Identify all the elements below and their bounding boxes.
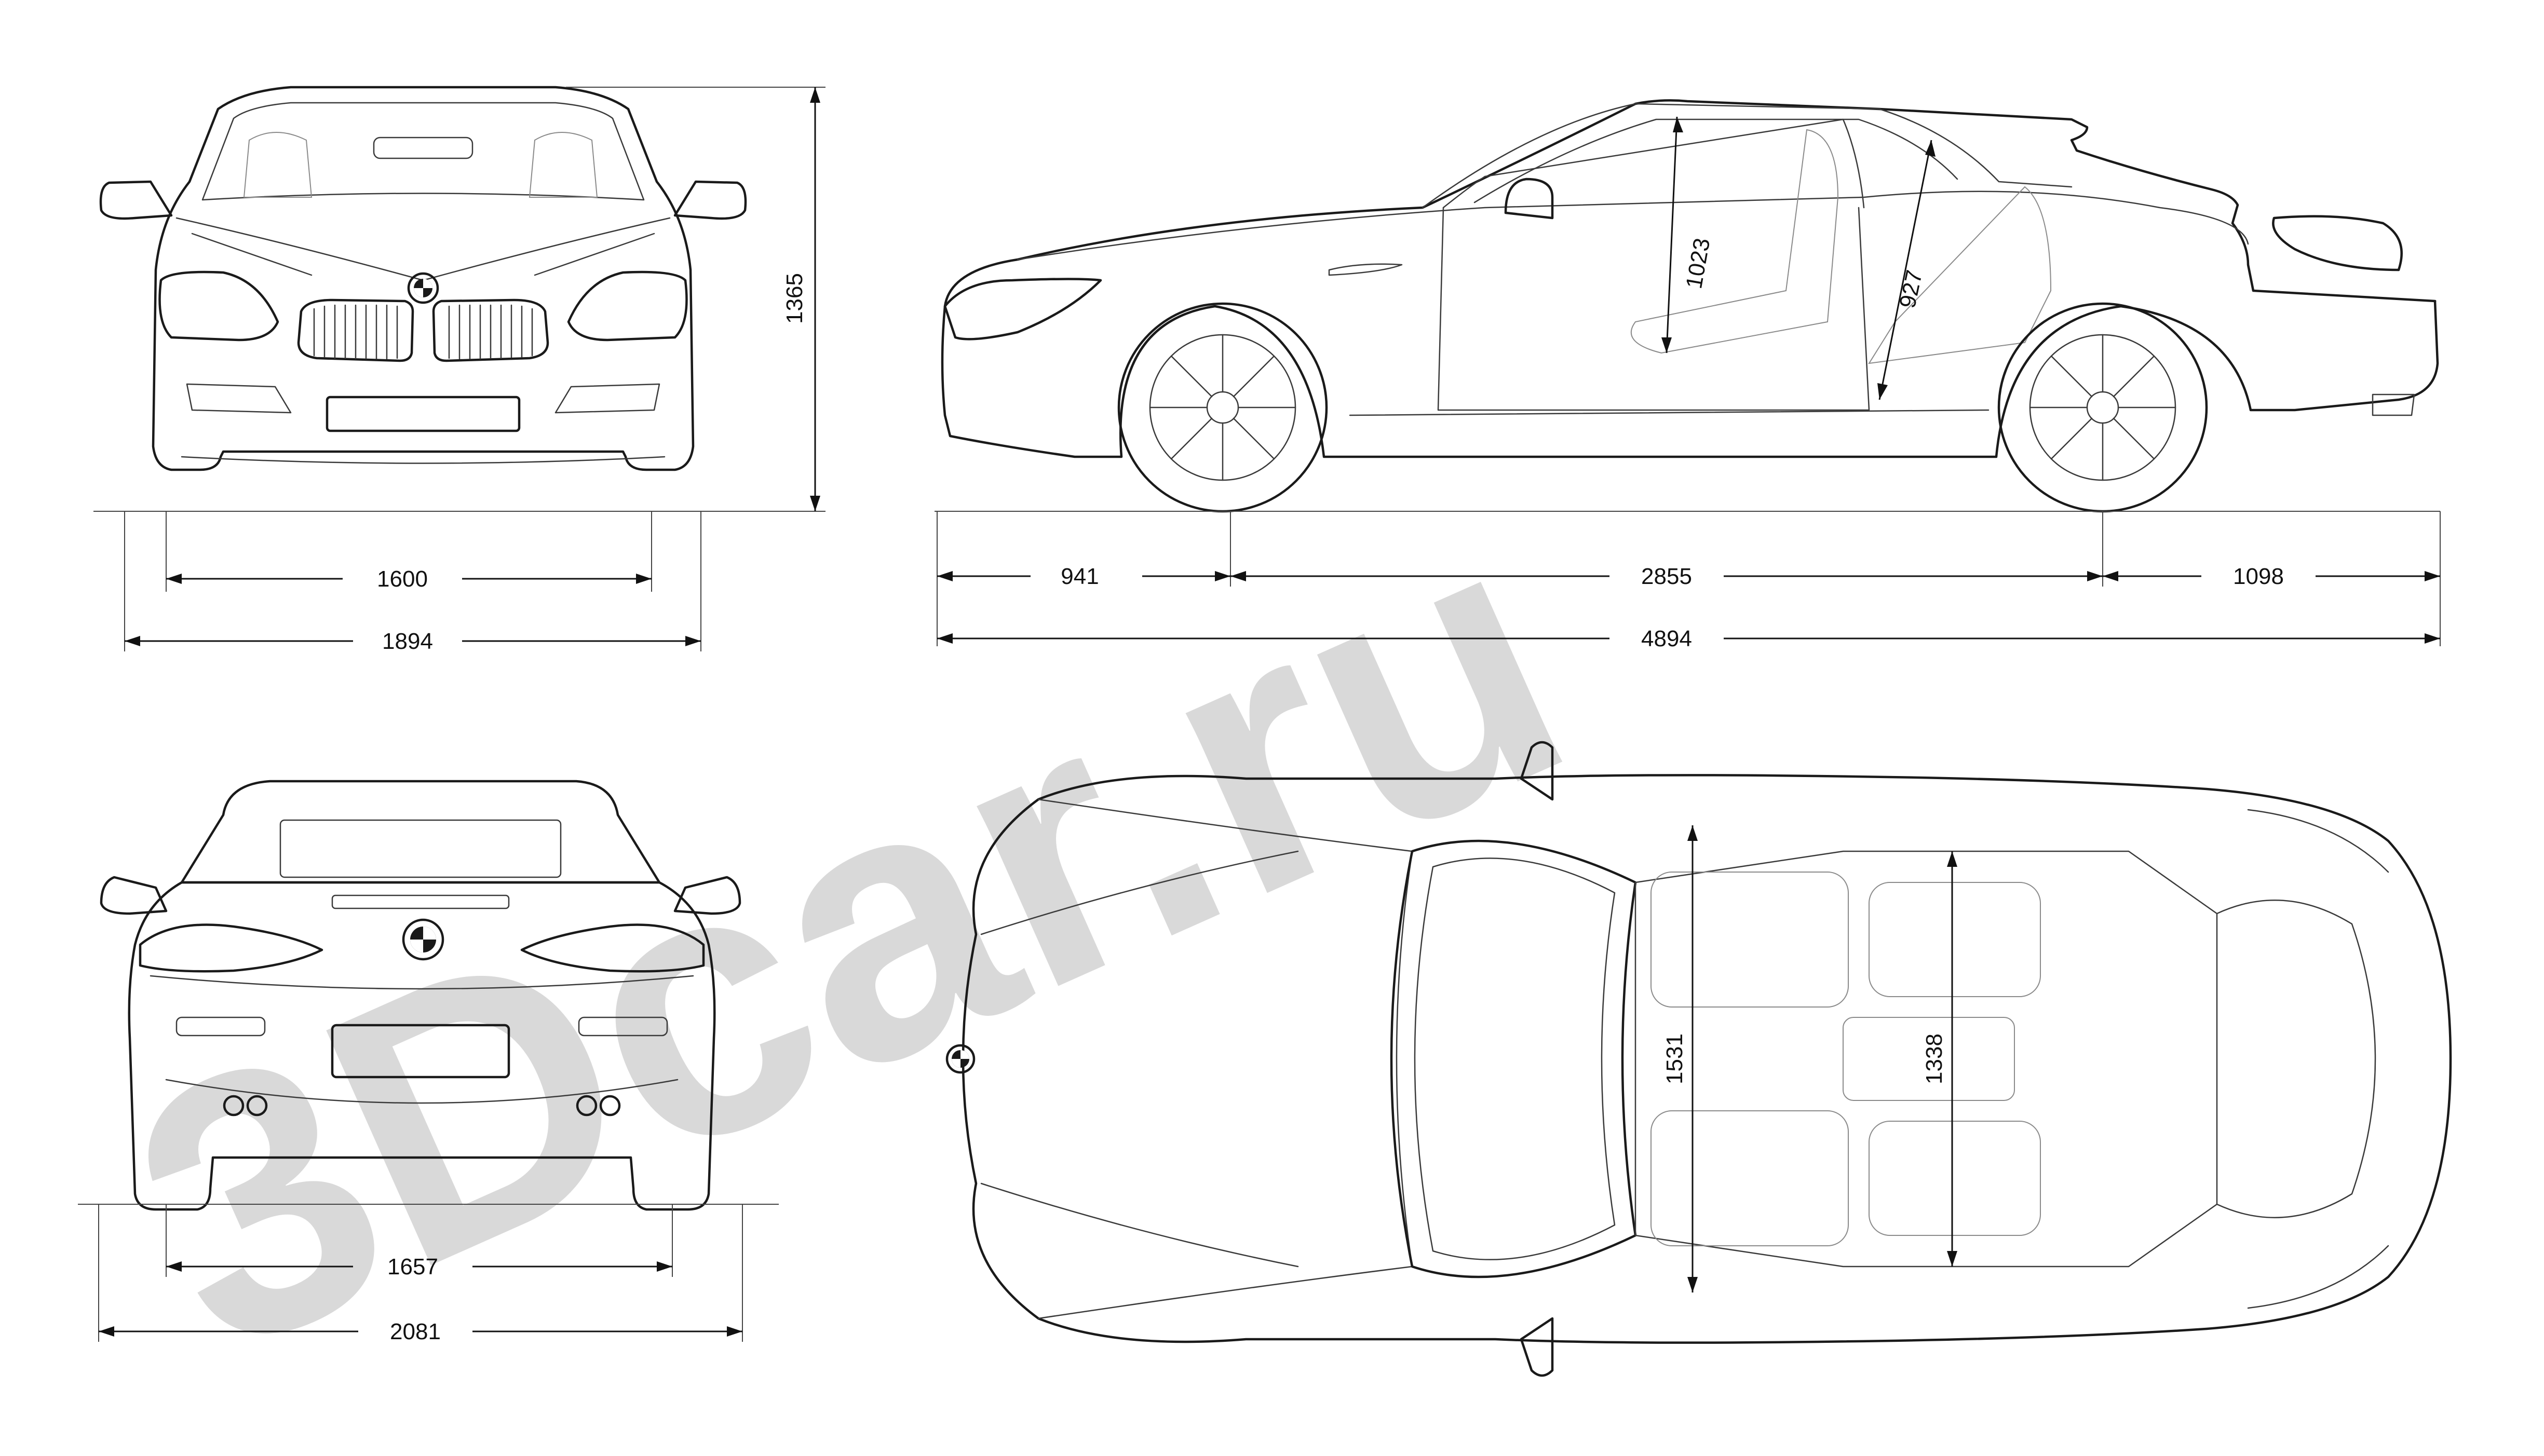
rear-dimensions: 1657 2081 <box>98 1204 743 1344</box>
rear-interior-width-label: 1338 <box>1921 1033 1947 1084</box>
top-dimensions: 1531 1338 <box>1662 1033 1947 1084</box>
height-dimension-label: 1365 <box>782 273 807 324</box>
rear-overhang-label: 1098 <box>2233 564 2284 589</box>
watermark-text: 3Dcar.ru <box>80 442 1617 1433</box>
rear-headroom-label: 927 <box>1895 268 1927 310</box>
bmw-roundel-icon <box>407 272 439 304</box>
wheel-icon <box>1117 302 1328 513</box>
side-view <box>935 99 2440 513</box>
wheel-icon <box>1997 302 2208 513</box>
bmw-roundel-icon <box>402 918 444 961</box>
length-label: 4894 <box>1641 626 1692 651</box>
wheelbase-label: 2855 <box>1641 564 1692 589</box>
rear-view <box>78 780 779 1211</box>
kidney-grille-icon <box>297 298 549 362</box>
bmw-roundel-icon <box>945 1044 976 1074</box>
rear-width-label: 2081 <box>390 1319 441 1344</box>
side-dimensions: 1023 927 941 2855 1098 4894 <box>937 236 2441 651</box>
front-track-label: 1600 <box>377 566 428 592</box>
top-view <box>945 741 2452 1377</box>
front-overhang-label: 941 <box>1061 564 1099 589</box>
front-width-label: 1894 <box>382 629 433 654</box>
front-view <box>93 86 826 512</box>
front-interior-width-label: 1531 <box>1662 1033 1687 1084</box>
rear-track-label: 1657 <box>387 1254 438 1280</box>
front-dimensions: 1365 1600 1894 <box>124 87 826 654</box>
front-headroom-label: 1023 <box>1681 236 1715 291</box>
watermark: 3Dcar.ru <box>80 442 1617 1433</box>
